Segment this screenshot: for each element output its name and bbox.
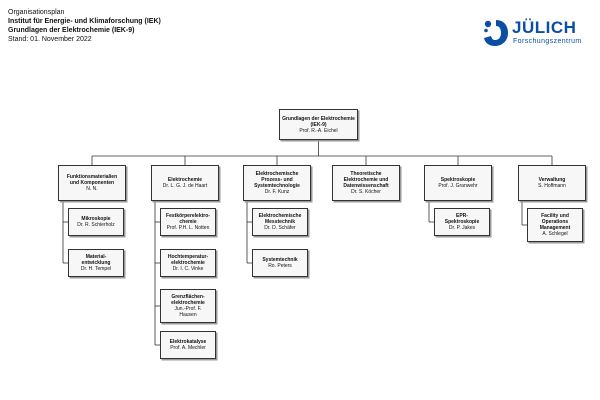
unit-title: Elektrokatalyse bbox=[169, 339, 207, 345]
institute-title: Institut für Energie- und Klimaforschung… bbox=[8, 18, 161, 25]
head-unit-box: Elektrochemische Prozess- und Systemtech… bbox=[243, 165, 311, 201]
unit-title: EPR- Spektroskopie bbox=[444, 213, 480, 225]
sub-unit-box: Grenzflächen- elektrochemie Jun.-Prof. F… bbox=[160, 289, 216, 323]
unit-person: Dr. R. Schierholz bbox=[77, 222, 115, 228]
unit-person: Dr. F. Kunz bbox=[264, 189, 290, 195]
head-unit-box: Funktionsmaterialien und Komponenten N. … bbox=[58, 165, 126, 201]
sub-unit-box: Elektrochemische Messtechnik Dr. D. Schä… bbox=[252, 208, 308, 236]
unit-title: Systemtechnik bbox=[262, 257, 298, 263]
unit-title: Mikroskopie bbox=[81, 216, 111, 222]
unit-title: Elektrochemie bbox=[167, 177, 203, 183]
department-title: Grundlagen der Elektrochemie (IEK-9) bbox=[8, 27, 135, 34]
sub-unit-box: Hochtemperatur- elektrochemie Dr. I. C. … bbox=[160, 249, 216, 277]
unit-person: Dr. L. G. J. de Haart bbox=[162, 183, 208, 189]
unit-title: Elektrochemische Prozess- und Systemtech… bbox=[254, 171, 300, 189]
unit-person: Dr. I. C. Vinke bbox=[172, 266, 204, 272]
date-stamp: Stand: 01. November 2022 bbox=[8, 36, 92, 43]
unit-title: Festkörperelektro- chemie bbox=[166, 213, 210, 225]
unit-title: Funktionsmaterialien und Komponenten bbox=[66, 174, 118, 186]
unit-person: A. Schlegel bbox=[542, 231, 568, 237]
unit-title: Grundlagen der Elektrochemie (IEK-9) bbox=[282, 115, 355, 128]
unit-person: N. N. bbox=[86, 186, 98, 192]
unit-title: Hochtemperatur- elektrochemie bbox=[167, 254, 209, 266]
unit-title: Theoretische Elektrochemie und Datenwiss… bbox=[343, 171, 389, 189]
unit-person: Jun.-Prof. F. Hausen bbox=[174, 306, 202, 318]
sub-unit-box: Facility und Operations Management A. Sc… bbox=[527, 208, 583, 242]
unit-person: Dr. P. Jakes bbox=[448, 225, 476, 231]
unit-person: Dr. S. Köcher bbox=[351, 189, 381, 195]
sub-unit-box: Material- entwicklung Dr. H. Tempel bbox=[68, 249, 124, 277]
unit-title: Elektrochemische Messtechnik bbox=[258, 213, 302, 225]
logo-mark-icon bbox=[484, 20, 508, 46]
juelich-logo: JÜLICH Forschungszentrum bbox=[482, 18, 594, 52]
unit-person: Prof. P.H. L. Notten bbox=[166, 225, 210, 231]
unit-person: Ro. Peters bbox=[268, 263, 292, 269]
sub-unit-box: Mikroskopie Dr. R. Schierholz bbox=[68, 208, 124, 236]
unit-title: Facility und Operations Management bbox=[539, 213, 571, 231]
unit-person: Prof. J. Granwehr bbox=[438, 183, 478, 189]
unit-title: Grenzflächen- elektrochemie bbox=[171, 294, 205, 306]
sub-unit-box: Festkörperelektro- chemie Prof. P.H. L. … bbox=[160, 208, 216, 236]
unit-person: Prof. R.-A. Eichel bbox=[299, 127, 338, 134]
head-unit-box: Verwaltung S. Hoffmann bbox=[518, 165, 586, 201]
sub-unit-box: Systemtechnik Ro. Peters bbox=[252, 249, 308, 277]
unit-person: Dr. D. Schäfer bbox=[264, 225, 296, 231]
root-unit-box: Grundlagen der Elektrochemie (IEK-9) Pro… bbox=[279, 109, 358, 140]
sub-unit-box: EPR- Spektroskopie Dr. P. Jakes bbox=[434, 208, 490, 236]
logo-wordmark: JÜLICH bbox=[512, 18, 577, 37]
head-unit-box: Theoretische Elektrochemie und Datenwiss… bbox=[332, 165, 400, 201]
sub-unit-box: Elektrokatalyse Prof. A. Mechler bbox=[160, 331, 216, 359]
logo-subtitle: Forschungszentrum bbox=[513, 38, 582, 45]
unit-person: Dr. H. Tempel bbox=[80, 266, 112, 272]
unit-person: S. Hoffmann bbox=[538, 183, 566, 189]
head-unit-box: Elektrochemie Dr. L. G. J. de Haart bbox=[151, 165, 219, 201]
header-label: Organisationsplan bbox=[8, 9, 65, 16]
unit-title: Spektroskopie bbox=[440, 177, 476, 183]
unit-title: Material- entwicklung bbox=[81, 254, 111, 266]
unit-title: Verwaltung bbox=[538, 177, 566, 183]
unit-person: Prof. A. Mechler bbox=[170, 345, 206, 351]
head-unit-box: Spektroskopie Prof. J. Granwehr bbox=[424, 165, 492, 201]
